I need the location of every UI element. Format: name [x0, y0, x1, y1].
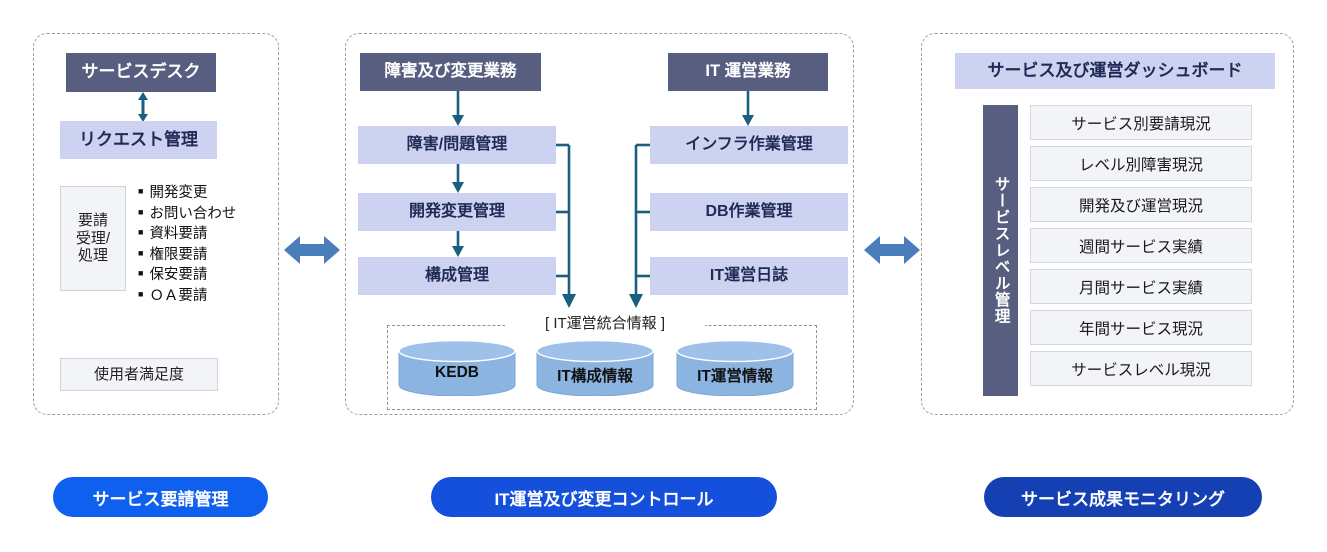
- user-satisfaction-box[interactable]: 使用者満足度: [60, 358, 218, 391]
- pill-it-operations-change-control[interactable]: IT運営及び変更コントロール: [431, 477, 777, 517]
- list-item: ■資料要請: [138, 226, 208, 243]
- list-item: ■お問い合わせ: [138, 205, 237, 222]
- cylinder-label: IT運営情報: [697, 368, 773, 385]
- dashboard-row-service-requests[interactable]: サービス別要請現況: [1030, 105, 1252, 140]
- incident-change-group-header[interactable]: 障害及び変更業務: [360, 53, 541, 91]
- dashboard-row-monthly-performance[interactable]: 月間サービス実績: [1030, 269, 1252, 304]
- service-level-management-bar: サービスレベル管理: [983, 105, 1018, 396]
- request-type-list: ■開発変更 ■お問い合わせ ■資料要請 ■権限要請 ■保安要請 ■ＯＡ要請: [138, 183, 250, 304]
- development-change-management-box[interactable]: 開発変更管理: [358, 193, 556, 231]
- intake-line-1: 要請: [77, 211, 108, 229]
- intake-line-2: 受理/: [75, 229, 111, 247]
- bullet-icon: ■: [138, 247, 144, 258]
- configuration-management-box[interactable]: 構成管理: [358, 257, 556, 295]
- infra-work-management-box[interactable]: インフラ作業管理: [650, 126, 848, 164]
- list-item: ■ＯＡ要請: [138, 287, 208, 304]
- database-cylinder-kedb[interactable]: KEDB: [398, 340, 516, 396]
- database-cylinder-it-config[interactable]: IT構成情報: [536, 340, 654, 396]
- list-item: ■権限要請: [138, 246, 208, 263]
- bidirectional-arrow-icon-vertical: [138, 92, 148, 122]
- integrated-information-label: [ IT運営統合情報 ]: [505, 311, 705, 333]
- cylinder-label: KEDB: [435, 364, 479, 381]
- it-operations-group-header[interactable]: IT 運営業務: [668, 53, 828, 91]
- list-item: ■開発変更: [138, 185, 208, 201]
- request-intake-box: 要請 受理/ 処理: [60, 186, 126, 291]
- db-work-management-box[interactable]: DB作業管理: [650, 193, 848, 231]
- bullet-icon: ■: [138, 186, 144, 196]
- database-cylinder-it-operations[interactable]: IT運営情報: [676, 340, 794, 396]
- bidirectional-arrow-icon-middle-right: [864, 236, 920, 264]
- dashboard-row-yearly-status[interactable]: 年間サービス現況: [1030, 310, 1252, 345]
- dashboard-row-dev-and-ops[interactable]: 開発及び運営現況: [1030, 187, 1252, 222]
- dashboard-row-weekly-performance[interactable]: 週間サービス実績: [1030, 228, 1252, 263]
- it-operations-log-box[interactable]: IT運営日誌: [650, 257, 848, 295]
- service-desk-box[interactable]: サービスデスク: [66, 53, 216, 92]
- bullet-icon: ■: [138, 206, 144, 217]
- bullet-icon: ■: [138, 268, 144, 279]
- bullet-icon: ■: [138, 227, 144, 238]
- dashboard-row-service-level-status[interactable]: サービスレベル現況: [1030, 351, 1252, 386]
- intake-line-3: 処理: [77, 247, 108, 265]
- dashboard-title-box[interactable]: サービス及び運営ダッシュボード: [955, 53, 1275, 89]
- pill-service-outcome-monitoring[interactable]: サービス成果モニタリング: [984, 477, 1262, 517]
- bidirectional-arrow-icon-left-middle: [284, 236, 340, 264]
- request-management-box[interactable]: リクエスト管理: [60, 121, 217, 159]
- dashboard-row-incident-by-level[interactable]: レベル別障害現況: [1030, 146, 1252, 181]
- list-item: ■保安要請: [138, 267, 208, 284]
- bullet-icon: ■: [138, 288, 144, 299]
- pill-service-request-management[interactable]: サービス要請管理: [53, 477, 268, 517]
- incident-problem-management-box[interactable]: 障害/問題管理: [358, 126, 556, 164]
- cylinder-label: IT構成情報: [557, 368, 633, 385]
